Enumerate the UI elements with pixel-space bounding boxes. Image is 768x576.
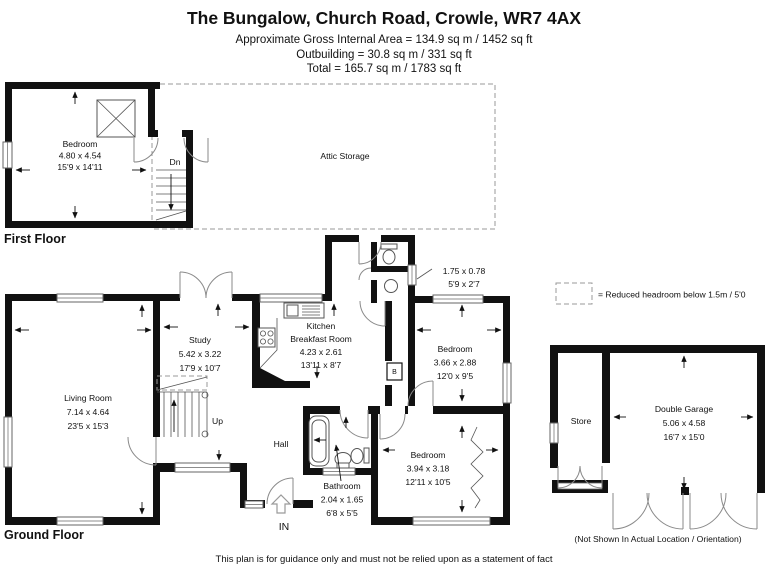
bedroom1-name: Bedroom	[438, 344, 473, 354]
entrance-in-label: IN	[279, 521, 290, 533]
garage-metric: 5.06 x 4.58	[663, 418, 706, 428]
garage-dimension-arrows	[613, 355, 754, 490]
legend: = Reduced headroom below 1.5m / 5'0	[555, 282, 746, 305]
outbuilding-line: Outbuilding = 30.8 sq m / 331 sq ft	[296, 49, 472, 61]
legend-text: = Reduced headroom below 1.5m / 5'0	[598, 290, 746, 300]
gf-walls	[5, 235, 510, 525]
bedroom2-name: Bedroom	[411, 450, 446, 460]
bathroom-toilet-icon	[350, 447, 370, 464]
kitchen-counter-line	[259, 318, 278, 369]
ff-bedroom-metric: 4.80 x 4.54	[59, 151, 102, 161]
living-imperial: 23'5 x 15'3	[67, 421, 108, 431]
ff-stairs-down	[155, 169, 187, 221]
attic-storage-outline	[151, 83, 496, 230]
wc-basin-icon	[384, 279, 398, 293]
total-line: Total = 165.7 sq m / 1783 sq ft	[307, 63, 462, 75]
kitchen-name2: Breakfast Room	[290, 334, 352, 344]
living-name: Living Room	[64, 393, 112, 403]
garage-name: Double Garage	[655, 404, 714, 414]
ff-bedroom-name: Bedroom	[63, 139, 98, 149]
bedroom1-side-window	[502, 362, 512, 404]
wc-window	[407, 264, 417, 286]
study-metric: 5.42 x 3.22	[179, 349, 222, 359]
first-floor-plan: Bedroom 4.80 x 4.54 15'9 x 14'11 Dn	[2, 82, 209, 228]
kitchen-imperial: 13'11 x 8'7	[301, 360, 342, 370]
porch-sidelight-window	[244, 500, 264, 509]
bathroom-imperial: 6'8 x 5'5	[326, 508, 358, 518]
bedroom1-metric: 3.66 x 2.88	[434, 358, 477, 368]
disclaimer-text: This plan is for guidance only and must …	[216, 554, 553, 565]
bedroom1-imperial: 12'0 x 9'5	[437, 371, 473, 381]
skylight-icon	[96, 99, 136, 138]
garage-imperial: 16'7 x 15'0	[663, 432, 704, 442]
wc-toilet-icon	[380, 243, 398, 265]
living-bottom-window	[56, 516, 104, 526]
wc-imperial: 5'9 x 2'7	[448, 279, 480, 289]
garage-note: (Not Shown In Actual Location / Orientat…	[574, 534, 741, 544]
area-line: Approximate Gross Internal Area = 134.9 …	[236, 34, 534, 46]
kitchen-name: Kitchen	[307, 321, 336, 331]
gf-stairs-up	[156, 375, 209, 438]
kitchen-window	[259, 293, 323, 303]
store-doors	[557, 465, 603, 489]
bathroom-metric: 2.04 x 1.65	[321, 495, 364, 505]
outbuilding-plan: Store Double Garage 5.06 x 4.58 16'7 x 1…	[549, 345, 765, 544]
first-floor-label: First Floor	[4, 232, 66, 246]
store-threshold	[557, 482, 603, 490]
ff-walls	[5, 82, 193, 228]
gf-windows	[3, 264, 512, 526]
kitchen-sink-icon	[283, 302, 325, 319]
bedroom2-window	[412, 516, 491, 526]
ff-bedroom-imperial: 15'9 x 14'11	[57, 162, 102, 172]
entrance-arrow-icon	[270, 494, 292, 514]
ff-dimension-arrows	[15, 91, 147, 219]
ground-floor-label: Ground Floor	[4, 528, 84, 542]
stairs-dn-label: Dn	[170, 157, 181, 167]
hall-label: Hall	[274, 439, 289, 449]
study-imperial: 17'9 x 10'7	[179, 363, 220, 373]
living-top-window	[56, 293, 104, 303]
bedroom1-top-window	[432, 294, 484, 304]
store-window	[549, 422, 559, 444]
ff-bedroom-window	[2, 141, 13, 169]
gf-room-labels: Living Room 7.14 x 4.64 23'5 x 15'3 Stud…	[64, 266, 485, 533]
bedroom2-metric: 3.94 x 3.18	[407, 464, 450, 474]
living-metric: 7.14 x 4.64	[67, 407, 110, 417]
ff-stair-floor	[155, 137, 186, 221]
gf-doors	[127, 241, 434, 505]
living-side-window	[3, 416, 13, 468]
kitchen-hob-icon	[257, 327, 276, 348]
gf-dimension-arrows	[14, 268, 502, 515]
stairs-up-label: Up	[212, 416, 223, 426]
legend-swatch	[555, 282, 593, 305]
bath-icon	[308, 415, 330, 467]
wardrobe-line	[470, 426, 484, 509]
bathroom-name: Bathroom	[323, 481, 360, 491]
bedroom2-imperial: 12'11 x 10'5	[405, 477, 450, 487]
store-label: Store	[571, 416, 592, 426]
page-title: The Bungalow, Church Road, Crowle, WR7 4…	[187, 8, 581, 28]
attic-storage-label: Attic Storage	[320, 151, 369, 161]
boiler-label: B	[392, 369, 397, 376]
wc-metric: 1.75 x 0.78	[443, 266, 486, 276]
ff-landing-doors	[133, 137, 209, 163]
garage-doors	[612, 492, 758, 530]
study-name: Study	[189, 335, 212, 345]
bathroom-basin-icon	[334, 452, 352, 469]
passage-window	[174, 462, 231, 473]
kitchen-metric: 4.23 x 2.61	[300, 347, 343, 357]
boiler-box: B	[386, 362, 403, 381]
